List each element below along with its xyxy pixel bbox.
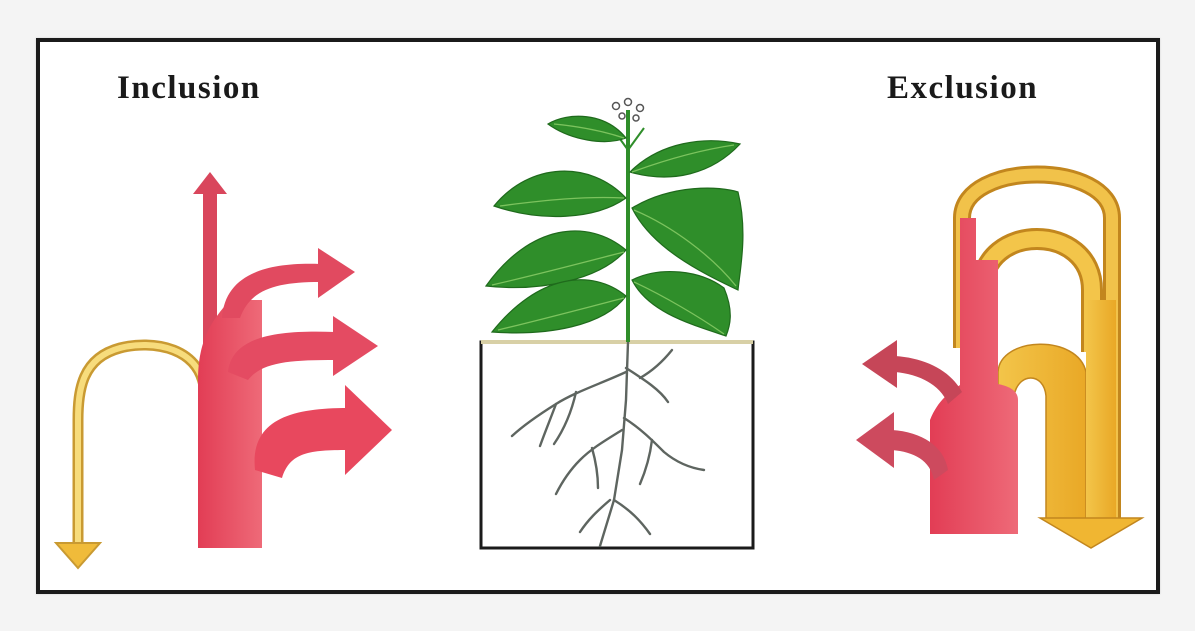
soil-box — [481, 342, 753, 548]
inclusion-yellow-arc-arrow — [56, 345, 205, 568]
exclusion-inner-yellow-arrow — [982, 239, 1092, 352]
exclusion-branch-upper — [862, 340, 962, 404]
inclusion-trunk — [198, 300, 262, 548]
inclusion-branch-1 — [222, 248, 355, 318]
inclusion-arrows — [56, 172, 392, 568]
exclusion-arrows — [856, 175, 1142, 549]
plant-leaves — [486, 116, 743, 336]
inclusion-branch-3 — [255, 385, 392, 478]
plant-illustration — [481, 99, 753, 549]
